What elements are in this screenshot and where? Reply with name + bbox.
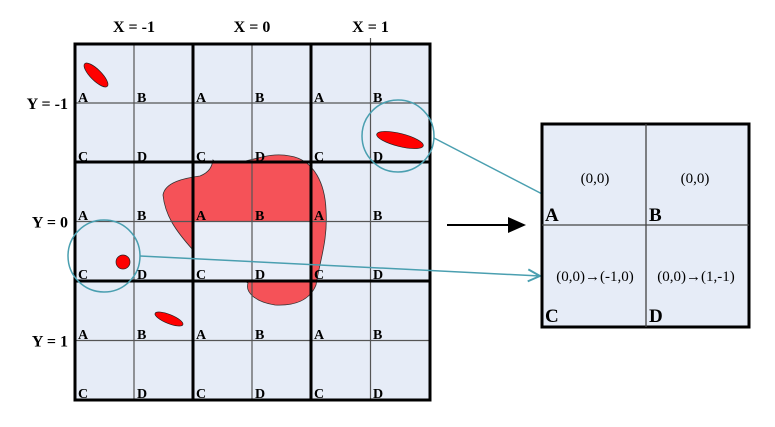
subcell-label: B: [255, 209, 264, 224]
subcell-label: B: [255, 91, 264, 106]
subcell-label: C: [78, 387, 88, 402]
object-dot: [115, 254, 131, 270]
subcell-label: A: [196, 209, 207, 224]
subcell-label: D: [255, 150, 265, 165]
subcell-label: C: [314, 387, 324, 402]
subcell-label: A: [314, 209, 325, 224]
zoom-b-label: B: [649, 205, 662, 226]
subcell-label: D: [373, 387, 383, 402]
zoom-d-label: D: [649, 306, 663, 327]
subcell-label: B: [373, 209, 382, 224]
subcell-label: C: [196, 150, 206, 165]
subcell-label: A: [196, 91, 207, 106]
cell-borders: [73, 42, 432, 402]
zoom-panel: (0,0) (0,0) (0,0)→(-1,0) (0,0)→(1,-1) A …: [540, 122, 751, 329]
callout-line-2: [139, 255, 540, 276]
subcell-label: A: [78, 209, 89, 224]
subcell-label: D: [137, 387, 147, 402]
zoom-a-text: (0,0): [581, 171, 610, 187]
subcell-label: B: [255, 328, 264, 343]
object-ellipse-2: [376, 131, 424, 149]
zoom-b-text: (0,0): [681, 171, 710, 187]
zoom-d-text: (0,0)→(1,-1): [657, 269, 734, 285]
subcell-label: C: [314, 150, 324, 165]
subcell-label: D: [137, 268, 147, 283]
subcell-label: D: [373, 268, 383, 283]
zoom-a-label: A: [545, 205, 559, 226]
subcell-label: D: [373, 150, 383, 165]
subcell-label: C: [196, 268, 206, 283]
subcell-label: D: [137, 150, 147, 165]
column-header: X = 1: [352, 19, 389, 36]
subcell-label: B: [137, 91, 146, 106]
subcell-label: C: [78, 268, 88, 283]
column-header: X = -1: [113, 19, 155, 36]
row-header: Y = 0: [32, 215, 68, 232]
subcell-label: B: [373, 328, 382, 343]
subcell-label: A: [78, 91, 89, 106]
subcell-label: C: [78, 150, 88, 165]
subcell-label: C: [196, 387, 206, 402]
subcell-label: B: [137, 209, 146, 224]
column-header: X = 0: [234, 19, 271, 36]
object-ellipse-3: [154, 311, 184, 327]
subcell-label: B: [137, 328, 146, 343]
subcell-label: D: [255, 268, 265, 283]
subcell-label: C: [314, 268, 324, 283]
object-ellipse-1: [83, 62, 109, 88]
row-header: Y = -1: [27, 96, 68, 113]
zoom-c-label: C: [545, 306, 559, 327]
subcell-label: A: [314, 328, 325, 343]
subcell-label: D: [255, 387, 265, 402]
subcell-label: A: [196, 328, 207, 343]
subcell-label: A: [78, 328, 89, 343]
subcell-label: A: [314, 91, 325, 106]
subcell-label: B: [373, 91, 382, 106]
zoom-c-text: (0,0)→(-1,0): [556, 269, 633, 285]
highlight-circle-1: [361, 99, 435, 173]
row-header: Y = 1: [32, 334, 68, 351]
